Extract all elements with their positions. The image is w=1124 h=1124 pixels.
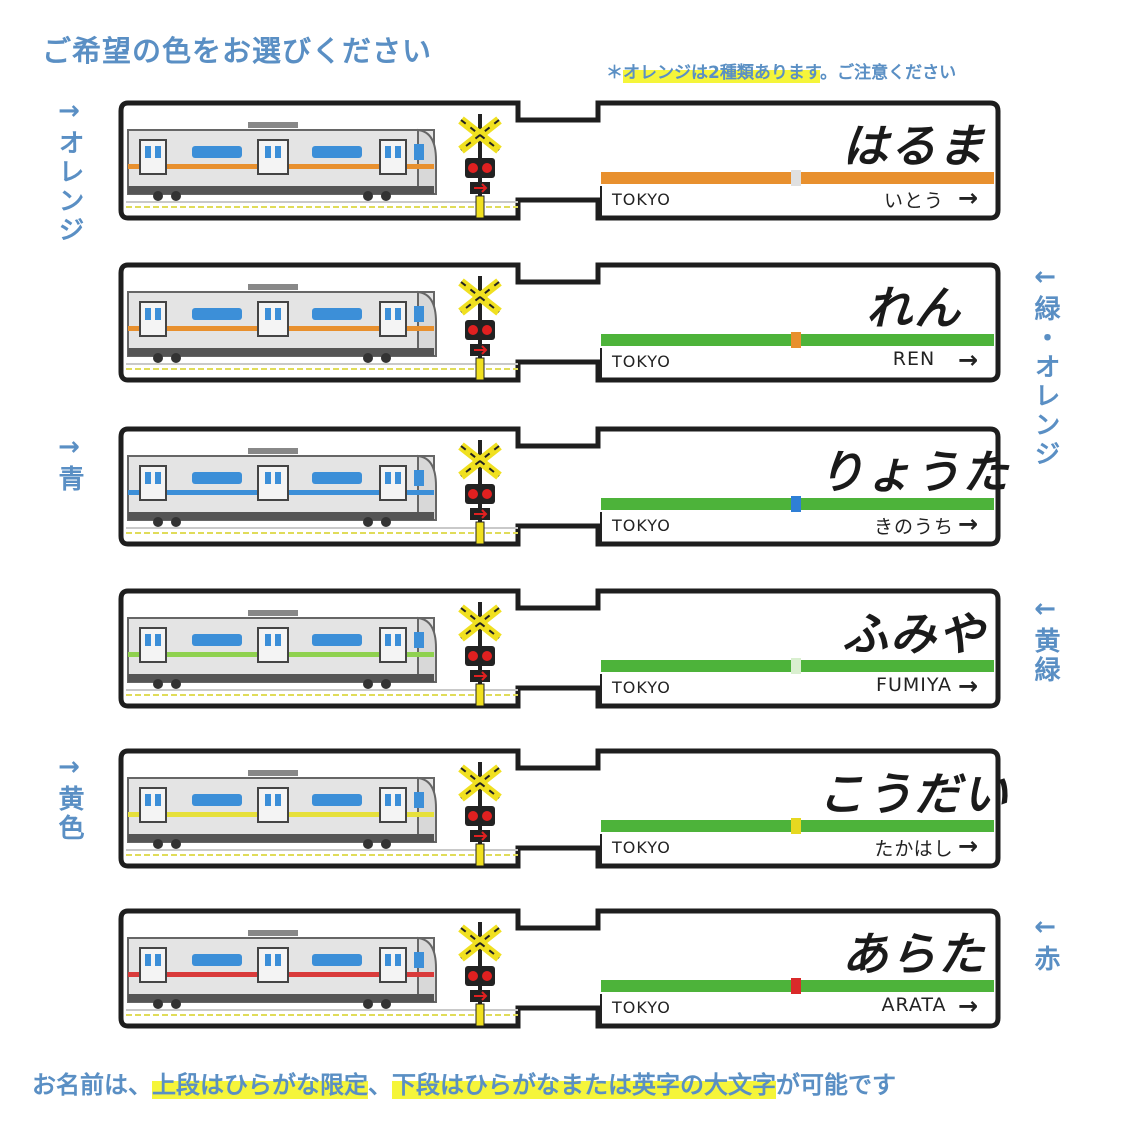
right-arrow-icon: → (958, 510, 979, 538)
railroad-crossing-icon (458, 114, 502, 219)
origin-label: TOKYO (612, 838, 671, 857)
station-name-bottom: ARATA (881, 994, 947, 1016)
train-illustration (126, 448, 518, 534)
tag-outline (118, 748, 1001, 869)
railroad-crossing-icon (458, 762, 502, 867)
side-label-yellow-green: ←黄緑 (1030, 594, 1060, 685)
side-label-green-orange: ←緑・オレンジ (1030, 262, 1060, 469)
train-illustration (126, 930, 518, 1016)
station-name-top: こうだい (818, 767, 1010, 821)
name-tag-card: ふみや TOKYO FUMIYA → (118, 588, 1002, 710)
right-arrow-icon: → (958, 184, 979, 212)
station-name-bottom: たかはし (874, 838, 954, 860)
footer-part-1: お名前は、 (32, 1071, 152, 1099)
railroad-crossing-icon (458, 602, 502, 707)
station-marker (791, 658, 801, 674)
side-label-orange: →オレンジ (54, 96, 84, 245)
railroad-crossing-icon (458, 440, 502, 545)
tag-outline (118, 588, 1001, 709)
tag-outline (118, 426, 1001, 547)
station-marker (791, 332, 801, 348)
note-rest: 。ご注意ください (820, 63, 957, 83)
station-marker (791, 978, 801, 994)
station-name-top: あらた (842, 927, 986, 981)
note-highlight: オレンジは2種類あります (623, 63, 821, 83)
station-name-top: はるま (842, 119, 986, 173)
railroad-crossing-icon (458, 276, 502, 381)
origin-label: TOKYO (612, 516, 671, 535)
station-name-bottom: FUMIYA (876, 674, 952, 696)
name-tag-card: りょうた TOKYO きのうち→ (118, 426, 1008, 548)
origin-label: TOKYO (612, 190, 671, 209)
railroad-crossing-icon (458, 922, 502, 1027)
station-name-top: れん (866, 281, 962, 335)
station-name-bottom: いとう (883, 190, 944, 212)
station-marker (791, 818, 801, 834)
station-marker (791, 170, 801, 186)
right-arrow-icon: → (958, 346, 979, 374)
footer-highlight-2: 下段はひらがなまたは英字の大文字 (392, 1071, 776, 1099)
right-arrow-icon: → (958, 832, 979, 860)
name-tag-card: こうだい TOKYO たかはし→ (118, 748, 1008, 870)
origin-label: TOKYO (612, 998, 671, 1017)
name-tag-card: れん TOKYO REN → (118, 262, 1002, 384)
side-label-red: ←赤 (1030, 912, 1060, 974)
footer-part-2: 、 (368, 1071, 392, 1099)
train-illustration (126, 610, 518, 696)
side-label-yellow: →黄色 (54, 752, 84, 843)
train-illustration (126, 284, 518, 370)
origin-label: TOKYO (612, 352, 671, 371)
footer-note: お名前は、上段はひらがな限定、下段はひらがなまたは英字の大文字が可能です (32, 1065, 896, 1100)
train-illustration (126, 770, 518, 856)
name-tag-card: はるま TOKYO いとう → (118, 100, 1002, 222)
right-arrow-icon: → (958, 992, 979, 1020)
station-name-top: ふみや (842, 607, 986, 661)
station-marker (791, 496, 801, 512)
tag-outline (118, 100, 1001, 221)
footer-highlight-1: 上段はひらがな限定 (152, 1071, 368, 1099)
name-tag-card: あらた TOKYO ARATA → (118, 908, 1002, 1030)
tag-outline (118, 262, 1001, 383)
train-illustration (126, 122, 518, 208)
page-title: ご希望の色をお選びください (42, 34, 433, 68)
station-name-top: りょうた (818, 445, 1010, 499)
origin-label: TOKYO (612, 678, 671, 697)
right-arrow-icon: → (958, 672, 979, 700)
note-mark: ＊ (606, 63, 623, 83)
tag-outline (118, 908, 1001, 1029)
station-name-bottom: REN (892, 348, 936, 370)
orange-note: ＊オレンジは2種類あります。ご注意ください (606, 58, 956, 83)
side-label-blue: →青 (54, 432, 84, 494)
footer-part-3: が可能です (776, 1071, 896, 1099)
station-name-bottom: きのうち (873, 516, 954, 538)
